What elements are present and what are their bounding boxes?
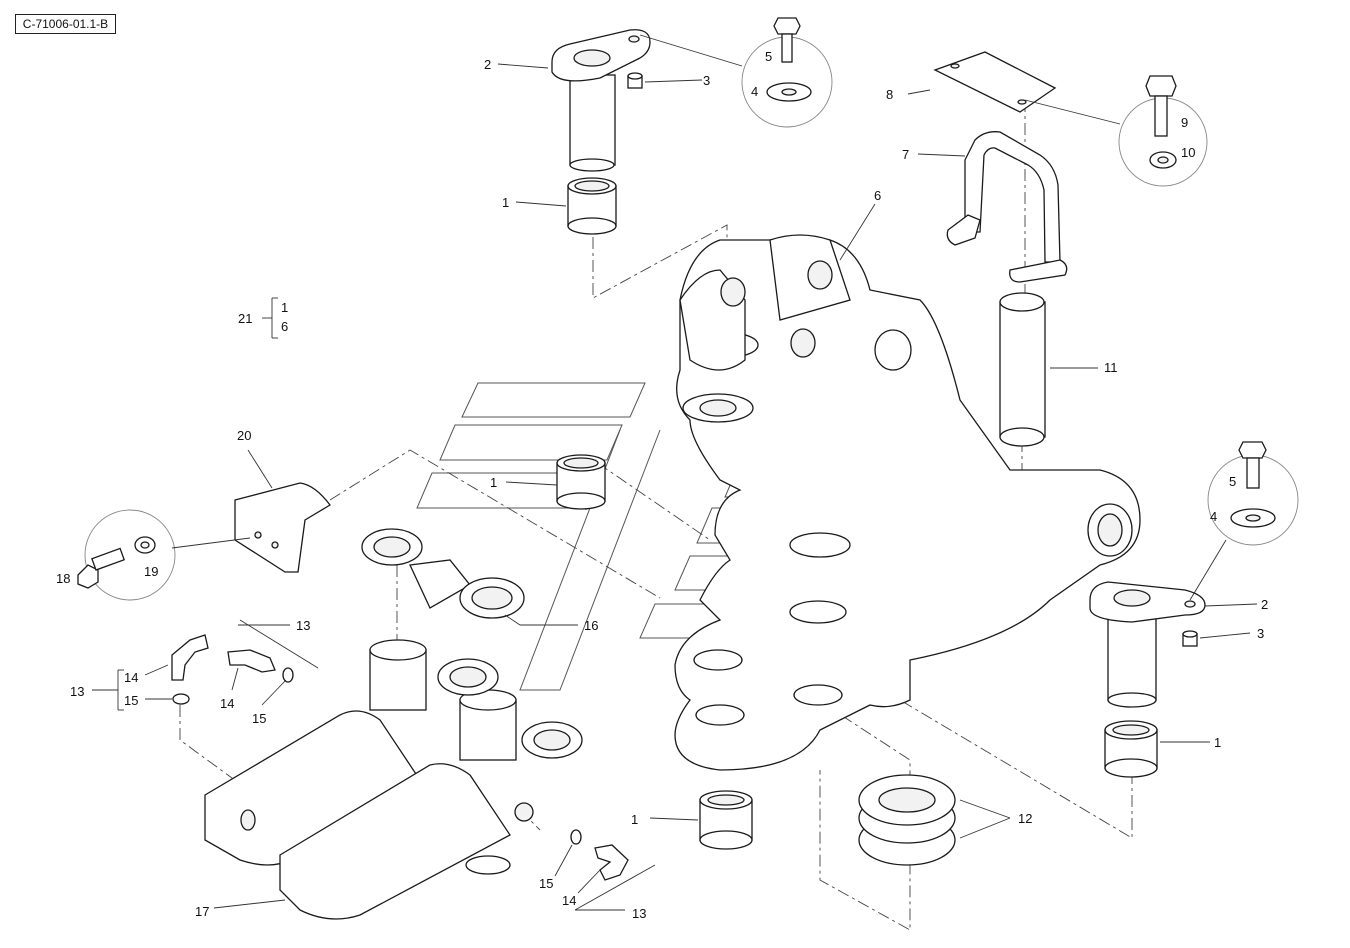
callout-labels: 2 3 5 4 1 8 9 10 7 6 11 21 1 6 20 1 19 1… [56,49,1268,921]
callout-21-sub-6: 6 [281,319,288,334]
elbow-fitting-left [171,634,209,681]
callout-19: 19 [144,564,158,579]
callout-4-right: 4 [1210,509,1217,524]
callout-17: 17 [195,904,209,919]
bushing-top [567,177,617,235]
pin-with-plate-right [1089,581,1206,708]
callout-leader-lines [92,34,1258,911]
callout-1-top: 1 [502,195,509,210]
detail-bubble-bolt-lockwasher [1118,75,1208,187]
bushing-center [556,454,606,510]
bent-handle-rod [946,131,1068,283]
pin-long [999,292,1046,447]
callout-1-right: 1 [1214,735,1221,750]
drawing-reference-code: C-71006-01.1-B [15,14,116,34]
ring-plate-connector [361,528,525,619]
cover-plate [933,51,1057,113]
callout-3-top: 3 [703,73,710,88]
elbow-fitting-bottom [594,844,629,881]
callout-14-left: 14 [124,670,138,685]
callout-9: 9 [1181,115,1188,130]
bushing-lower [699,790,753,850]
callout-4-top: 4 [751,84,758,99]
callout-11: 11 [1104,360,1118,375]
callout-5-top: 5 [765,49,772,64]
callout-12: 12 [1018,811,1032,826]
callout-21-sub-1: 1 [281,300,288,315]
callout-15-bottom: 15 [539,876,553,891]
callout-13-left: 13 [70,684,84,699]
callout-16: 16 [584,618,598,633]
callout-13-middle: 13 [296,618,310,633]
callout-7: 7 [902,147,909,162]
angle-bracket [234,482,331,573]
bushing-right [1104,720,1158,778]
pin-with-plate-top [551,29,651,172]
callout-14-middle: 14 [220,696,234,711]
elbow-fitting-middle [227,649,276,673]
callout-10: 10 [1181,145,1195,160]
callout-6: 6 [874,188,881,203]
callout-21: 21 [238,311,252,326]
callout-1-lower: 1 [631,812,638,827]
callout-3-right: 3 [1257,626,1264,641]
spacer-rings [858,774,956,866]
small-bushing-top [627,72,643,89]
callout-8: 8 [886,87,893,102]
callout-18: 18 [56,571,70,586]
callout-1-center: 1 [490,475,497,490]
callout-20: 20 [237,428,251,443]
callout-2-right: 2 [1261,597,1268,612]
hydraulic-cylinder-assembly [204,639,583,920]
callout-2-top: 2 [484,57,491,72]
callout-15-middle: 15 [252,711,266,726]
callout-13-bottom: 13 [632,906,646,921]
detail-bubble-bolt-washer-right [1207,441,1299,546]
main-bracket-casting [674,234,1141,771]
callout-5-right: 5 [1229,474,1236,489]
callout-15-left: 15 [124,693,138,708]
detail-bubble-bolt-washer-left [77,509,176,601]
small-bushing-right [1182,630,1198,647]
detail-bubble-bolt-washer-top [741,17,833,128]
callout-14-bottom: 14 [562,893,576,908]
o-rings [172,667,582,845]
